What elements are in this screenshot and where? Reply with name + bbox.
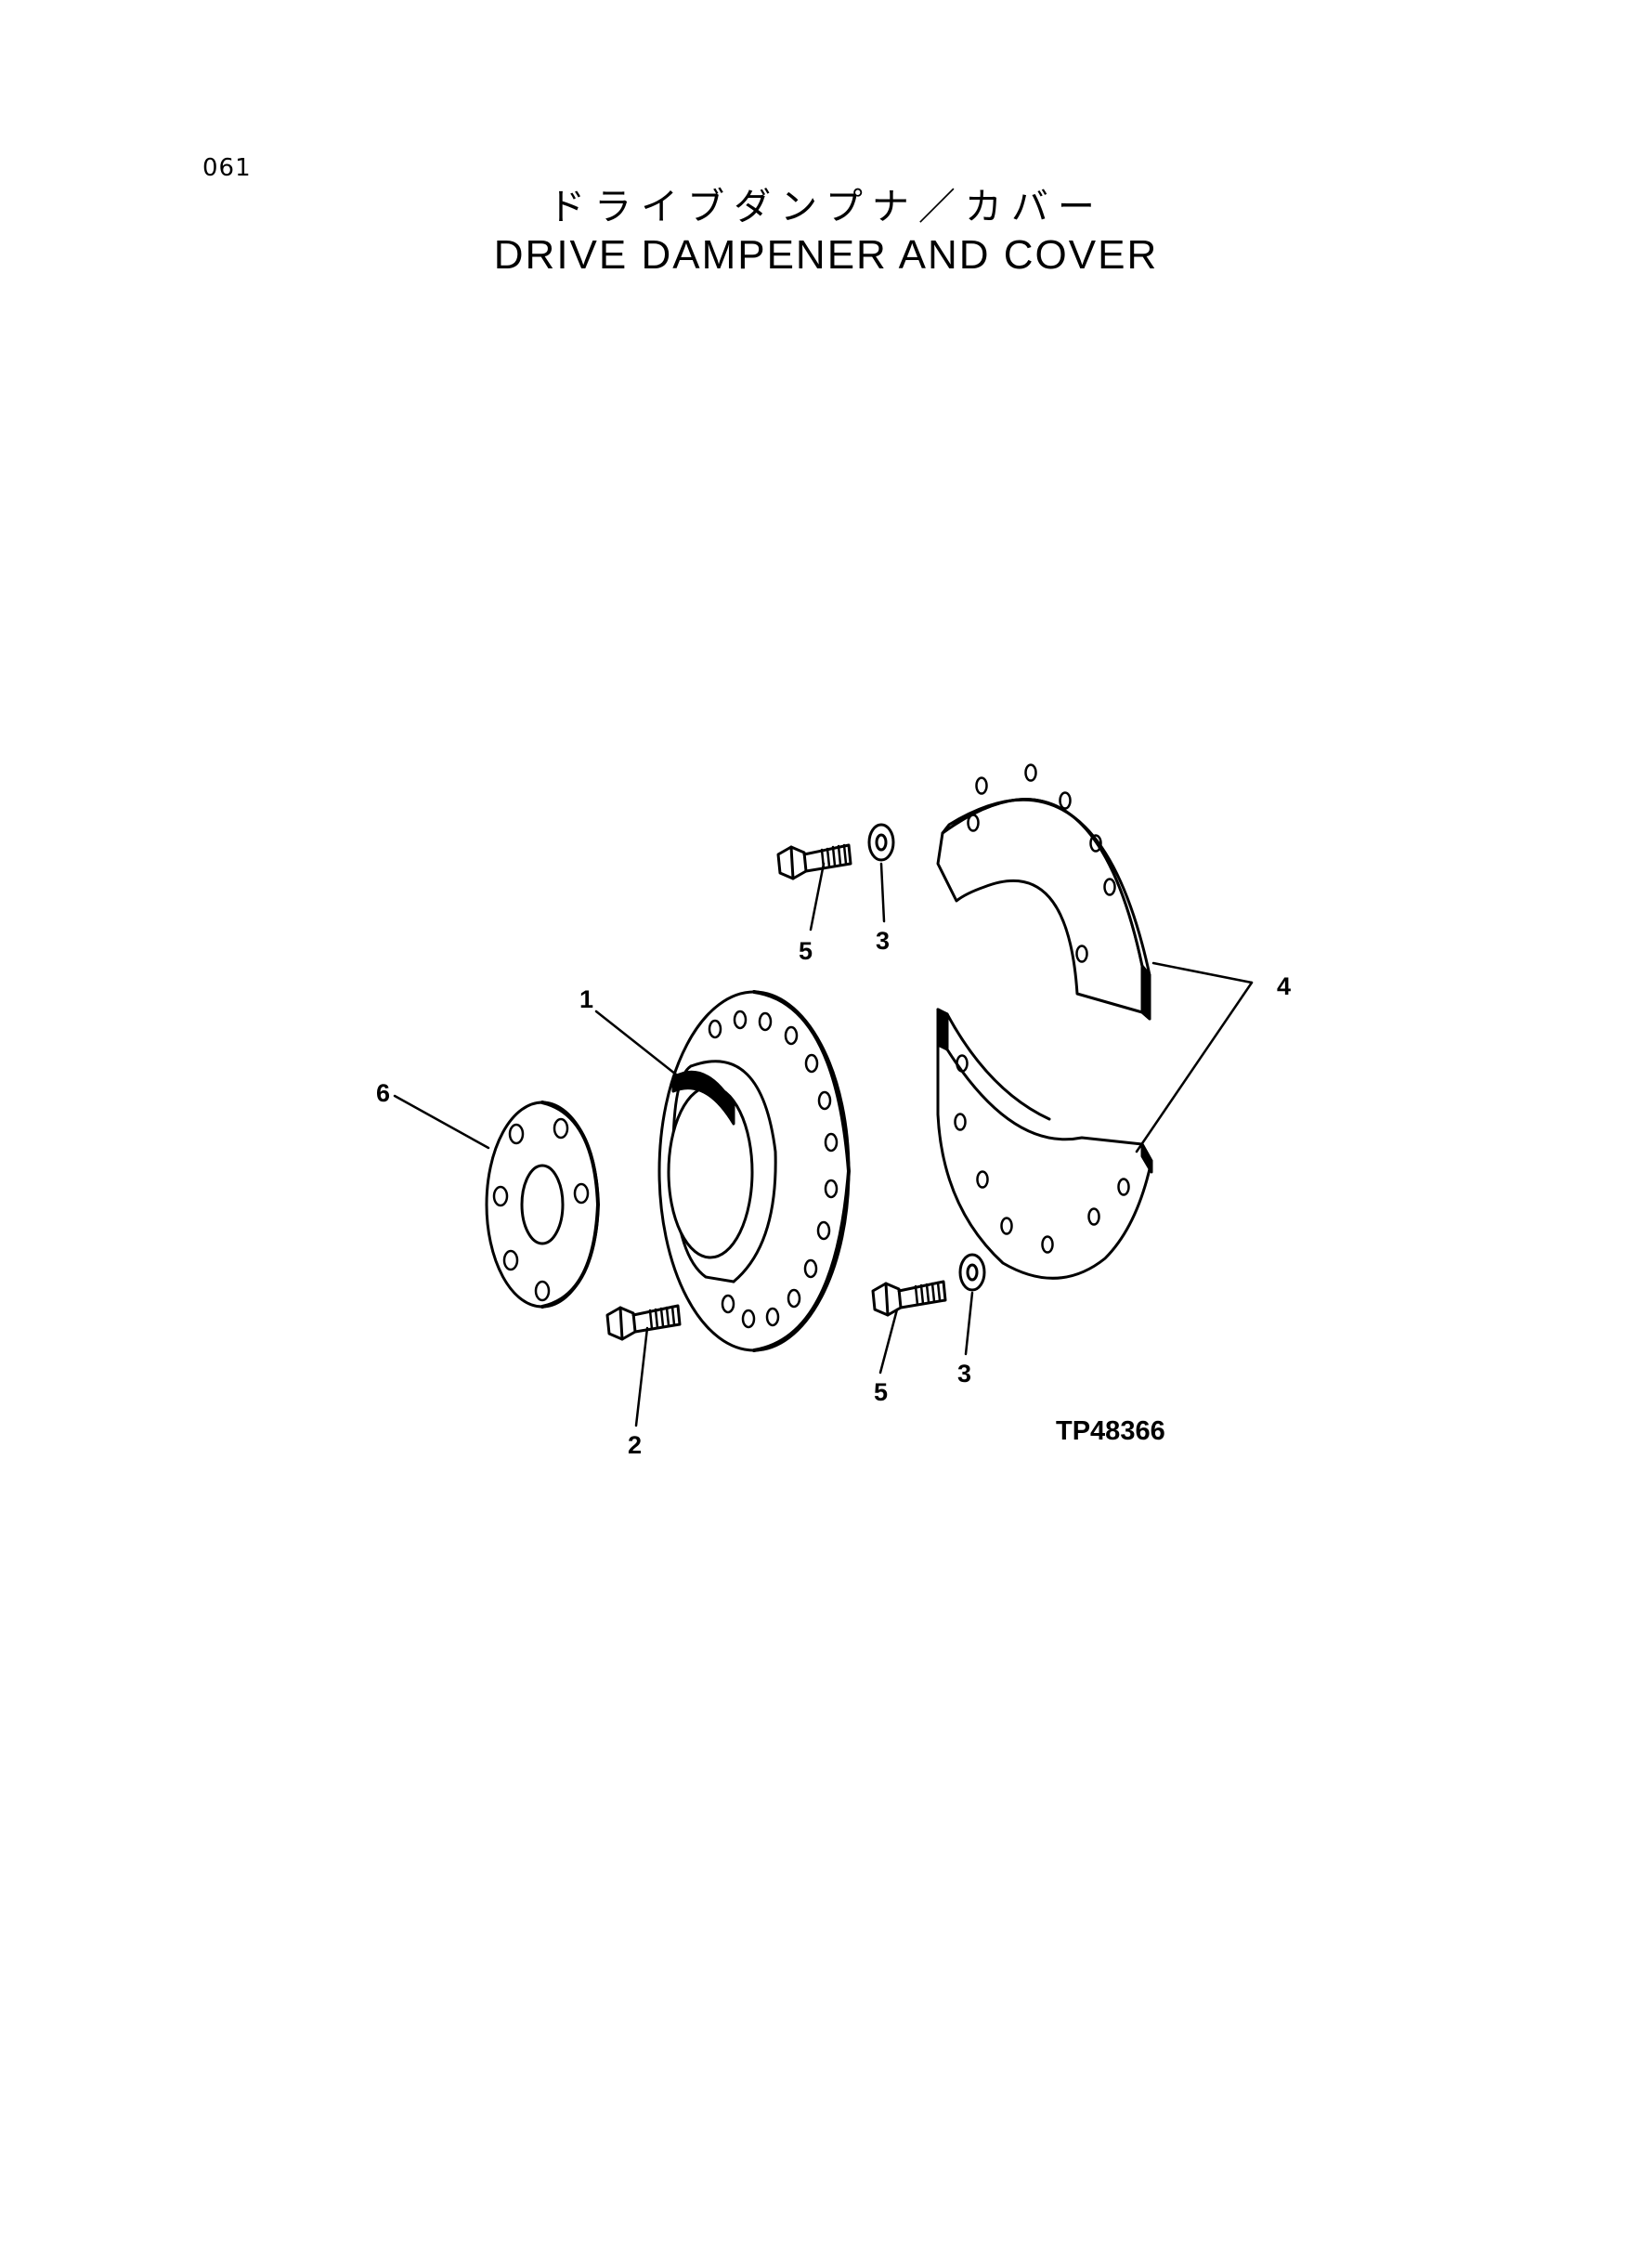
cover-upper-bolt-holes — [967, 763, 1116, 963]
leader-line-1 — [594, 1010, 691, 1087]
plate-part-6 — [485, 1101, 600, 1309]
plate-bolt-holes — [492, 1117, 590, 1302]
page-number: 061 — [202, 154, 252, 182]
dampener-bolt-holes — [708, 1010, 839, 1329]
leader-line-3-bottom — [964, 1291, 974, 1356]
cap-screw-lower-part-5 — [871, 1280, 947, 1317]
leader-line-4-lower — [1135, 981, 1254, 1153]
leader-line-4-upper — [1151, 961, 1254, 984]
leader-line-5-bottom — [878, 1308, 899, 1375]
callout-6: 6 — [376, 1079, 390, 1107]
page-title-japanese: ドライブダンプナ／カバー — [548, 186, 1104, 228]
callout-5-bottom: 5 — [874, 1378, 888, 1406]
cover-half-lower-part-4 — [936, 1008, 1153, 1280]
washer-lower-part-3 — [958, 1253, 986, 1292]
leader-lines — [393, 862, 1254, 1427]
callout-1: 1 — [579, 985, 593, 1013]
leader-line-6 — [393, 1094, 490, 1150]
dampener-part-1 — [657, 990, 851, 1352]
leader-line-3-top — [879, 862, 886, 923]
callout-4: 4 — [1277, 972, 1291, 1000]
cover-lower-bolt-holes — [954, 1054, 1130, 1254]
cover-half-upper-part-4 — [936, 763, 1151, 1021]
cap-screw-part-2 — [605, 1304, 682, 1341]
leader-line-2 — [634, 1326, 649, 1427]
callout-3-bottom: 3 — [957, 1360, 971, 1388]
page-title: DRIVE DAMPENER AND COVER — [493, 232, 1159, 278]
callout-3-top: 3 — [876, 927, 890, 955]
cap-screw-upper-part-5 — [776, 843, 852, 880]
callout-5-top: 5 — [799, 937, 813, 965]
figure-id: TP48366 — [1056, 1416, 1165, 1446]
callout-2: 2 — [628, 1431, 642, 1459]
washer-upper-part-3 — [867, 823, 895, 862]
leader-line-5-top — [809, 862, 826, 932]
